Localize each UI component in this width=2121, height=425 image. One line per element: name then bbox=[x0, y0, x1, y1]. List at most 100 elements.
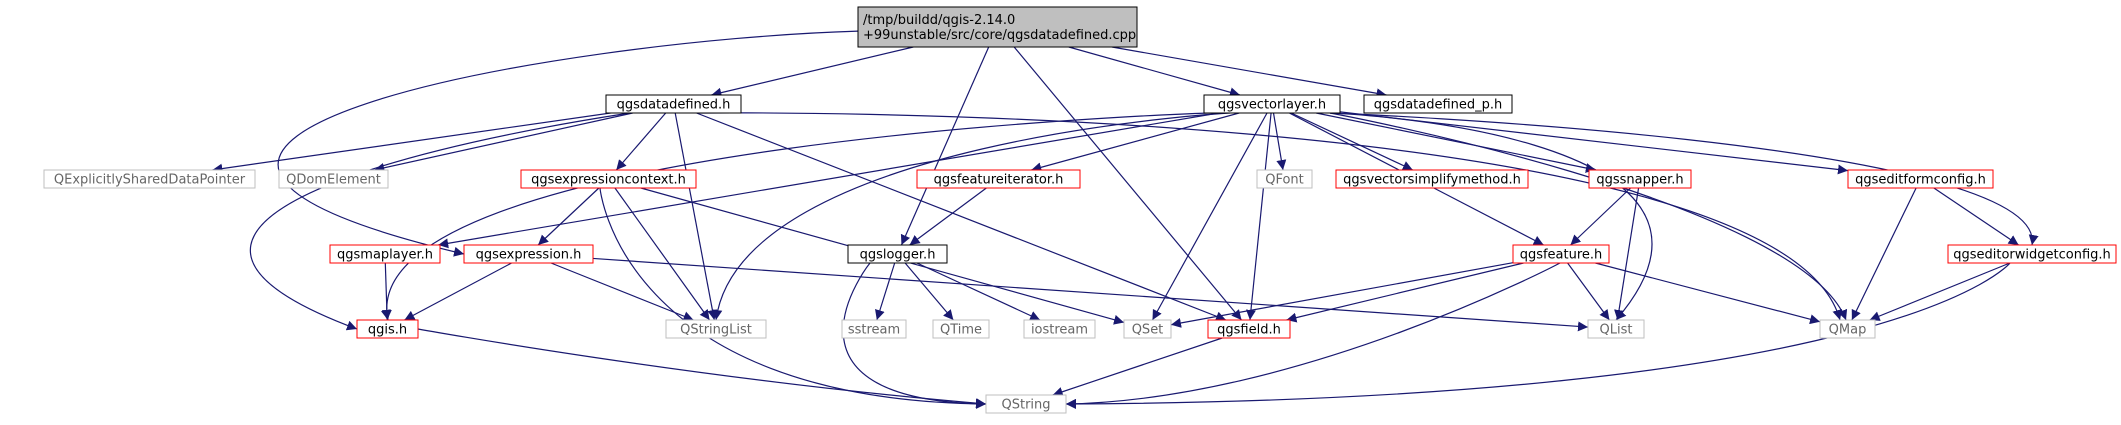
edge-qgsdatadefined_h-to-qmap bbox=[699, 112, 1843, 321]
node-label: QSet bbox=[1132, 323, 1164, 338]
node-qgsfeature_h[interactable]: qgsfeature.h bbox=[1512, 244, 1610, 264]
node-qgssnapper_h[interactable]: qgssnapper.h bbox=[1588, 169, 1692, 189]
edge-qgsvectorlayer_h-to-qfont bbox=[1272, 112, 1287, 171]
edge-qgis_h-to-qstring bbox=[417, 328, 987, 409]
node-label: QTime bbox=[940, 323, 982, 338]
node-box bbox=[1363, 94, 1513, 114]
edge-root-to-qgsfield_h bbox=[1013, 46, 1242, 321]
node-box bbox=[278, 169, 389, 189]
edge-qgseditformconfig_h-to-qgseditorwidgetconfig_h bbox=[1933, 187, 2019, 246]
node-label: qgseditorwidgetconfig.h bbox=[1953, 248, 2111, 263]
edge-qgsfeature_h-to-qset bbox=[1170, 262, 1514, 328]
edge-qgsexpression_h-to-qgis_h bbox=[404, 262, 512, 321]
node-label: qgsfeatureiterator.h bbox=[934, 173, 1064, 188]
edge-qgsfeature_h-to-qstring bbox=[1065, 262, 1561, 409]
edge-root-to-qgsexpression_h bbox=[277, 30, 859, 257]
file-nodes: /tmp/buildd/qgis-2.14.0+99unstable/src/c… bbox=[43, 6, 2117, 414]
edge-qgsexpression_h-to-qstringlist bbox=[550, 262, 694, 321]
node-box bbox=[329, 244, 441, 264]
edge-qgsfeature_h-to-qlist bbox=[1567, 262, 1610, 321]
node-root[interactable]: /tmp/buildd/qgis-2.14.0+99unstable/src/c… bbox=[857, 6, 1138, 48]
node-iostream: iostream bbox=[1023, 319, 1096, 339]
node-box bbox=[841, 319, 907, 339]
node-box bbox=[463, 244, 594, 264]
node-label: qgsdatadefined_p.h bbox=[1374, 98, 1503, 113]
edge-qgsdatadefined_h-to-qdomelement bbox=[374, 112, 633, 173]
edge-qgsfield_h-to-qstring bbox=[1052, 337, 1223, 397]
edge-qgsvectorlayer_h-to-qgseditorwidgetconfig_h bbox=[1329, 112, 2039, 246]
edge-qgsvectorlayer_h-to-qgsvectorsimplifymethod_h bbox=[1290, 112, 1414, 171]
node-label: QString bbox=[1001, 398, 1050, 413]
node-label: QDomElement bbox=[286, 173, 381, 188]
edge-qgsvectorlayer_h-to-qset bbox=[1151, 112, 1268, 321]
edge-qgsvectorlayer_h-to-qgsfeatureiterator_h bbox=[1031, 112, 1240, 173]
edge-qgsdatadefined_h-to-qgsfield_h bbox=[696, 112, 1227, 322]
node-qgsdatadefined_p_h[interactable]: qgsdatadefined_p.h bbox=[1363, 94, 1513, 114]
node-label: QMap bbox=[1829, 323, 1867, 338]
node-qgsfield_h[interactable]: qgsfield.h bbox=[1207, 319, 1291, 339]
node-qgsmaplayer_h[interactable]: qgsmaplayer.h bbox=[329, 244, 441, 264]
node-qmap: QMap bbox=[1819, 319, 1876, 339]
node-label: +99unstable/src/core/qgsdatadefined.cpp bbox=[863, 28, 1136, 43]
edge-root-to-qgsdatadefined_h bbox=[711, 46, 914, 98]
node-qgsdatadefined_h[interactable]: qgsdatadefined.h bbox=[605, 94, 742, 114]
node-box bbox=[857, 6, 1138, 48]
edge-qgsexpression_h-to-qlist bbox=[592, 257, 1589, 332]
node-box bbox=[520, 169, 697, 189]
node-qstring: QString bbox=[985, 394, 1067, 414]
node-qgseditformconfig_h[interactable]: qgseditformconfig.h bbox=[1847, 169, 1994, 189]
node-qgis_h[interactable]: qgis.h bbox=[356, 319, 419, 339]
node-qgslogger_h[interactable]: qgslogger.h bbox=[847, 244, 948, 264]
node-box bbox=[1023, 319, 1096, 339]
node-qgsfeatureiterator_h[interactable]: qgsfeatureiterator.h bbox=[916, 169, 1081, 189]
node-qgsexpression_h[interactable]: qgsexpression.h bbox=[463, 244, 594, 264]
edge-qgslogger_h-to-sstream bbox=[875, 262, 896, 321]
edge-qgseditorwidgetconfig_h-to-qmap bbox=[1869, 262, 2011, 321]
node-qgsvectorlayer_h[interactable]: qgsvectorlayer.h bbox=[1203, 94, 1341, 114]
node-box bbox=[1588, 169, 1692, 189]
edge-qgsdatadefined_h-to-qstringlist bbox=[674, 112, 718, 321]
edge-qgslogger_h-to-iostream bbox=[916, 262, 1041, 321]
node-box bbox=[932, 319, 990, 339]
node-box bbox=[605, 94, 742, 114]
node-label: QStringList bbox=[680, 323, 752, 338]
node-box bbox=[1947, 244, 2117, 264]
edge-qgsexpressioncontext_h-to-qstringlist bbox=[614, 187, 711, 321]
dependency-edges bbox=[212, 30, 2039, 409]
node-box bbox=[665, 319, 767, 339]
node-qfont: QFont bbox=[1256, 169, 1313, 189]
node-label: qgsfield.h bbox=[1217, 323, 1281, 338]
node-label: qgsexpressioncontext.h bbox=[531, 173, 686, 188]
edge-qgsexpressioncontext_h-to-qgsexpression_h bbox=[537, 187, 600, 246]
node-box bbox=[1512, 244, 1610, 264]
node-qgseditorwidgetconfig_h[interactable]: qgseditorwidgetconfig.h bbox=[1947, 244, 2117, 264]
node-box bbox=[847, 244, 948, 264]
node-label: qgis.h bbox=[368, 323, 407, 338]
node-box bbox=[1123, 319, 1172, 339]
edge-qgsmaplayer_h-to-qgis_h bbox=[381, 262, 392, 321]
node-qgsexpressioncontext_h[interactable]: qgsexpressioncontext.h bbox=[520, 169, 697, 189]
node-box bbox=[985, 394, 1067, 414]
node-label: iostream bbox=[1031, 323, 1088, 338]
edge-qgsvectorlayer_h-to-qgsmaplayer_h bbox=[438, 112, 1219, 249]
node-label: QExplicitlySharedDataPointer bbox=[54, 173, 246, 188]
edge-qgsvectorlayer_h-to-qstringlist bbox=[712, 112, 1231, 321]
node-label: qgsdatadefined.h bbox=[617, 98, 731, 113]
edge-qgslogger_h-to-qtime bbox=[904, 262, 954, 321]
node-box bbox=[1207, 319, 1291, 339]
node-box bbox=[1587, 319, 1645, 339]
edge-qgssnapper_h-to-qlist bbox=[1614, 187, 1640, 321]
edge-root-to-qgsdatadefined_p_h bbox=[1111, 46, 1387, 99]
node-label: qgsexpression.h bbox=[476, 248, 582, 263]
edge-qgsfeature_h-to-qgsfield_h bbox=[1286, 262, 1524, 323]
edge-qgsvectorlayer_h-to-qgssnapper_h bbox=[1316, 112, 1596, 173]
node-box bbox=[916, 169, 1081, 189]
node-qtime: QTime bbox=[932, 319, 990, 339]
node-qgsvectorsimplifymethod_h[interactable]: qgsvectorsimplifymethod.h bbox=[1335, 169, 1529, 189]
node-sstream: sstream bbox=[841, 319, 907, 339]
node-qstringlist: QStringList bbox=[665, 319, 767, 339]
node-box bbox=[356, 319, 419, 339]
edge-qgsvectorlayer_h-to-qgsfield_h bbox=[1245, 112, 1272, 321]
node-label: qgseditformconfig.h bbox=[1855, 173, 1986, 188]
